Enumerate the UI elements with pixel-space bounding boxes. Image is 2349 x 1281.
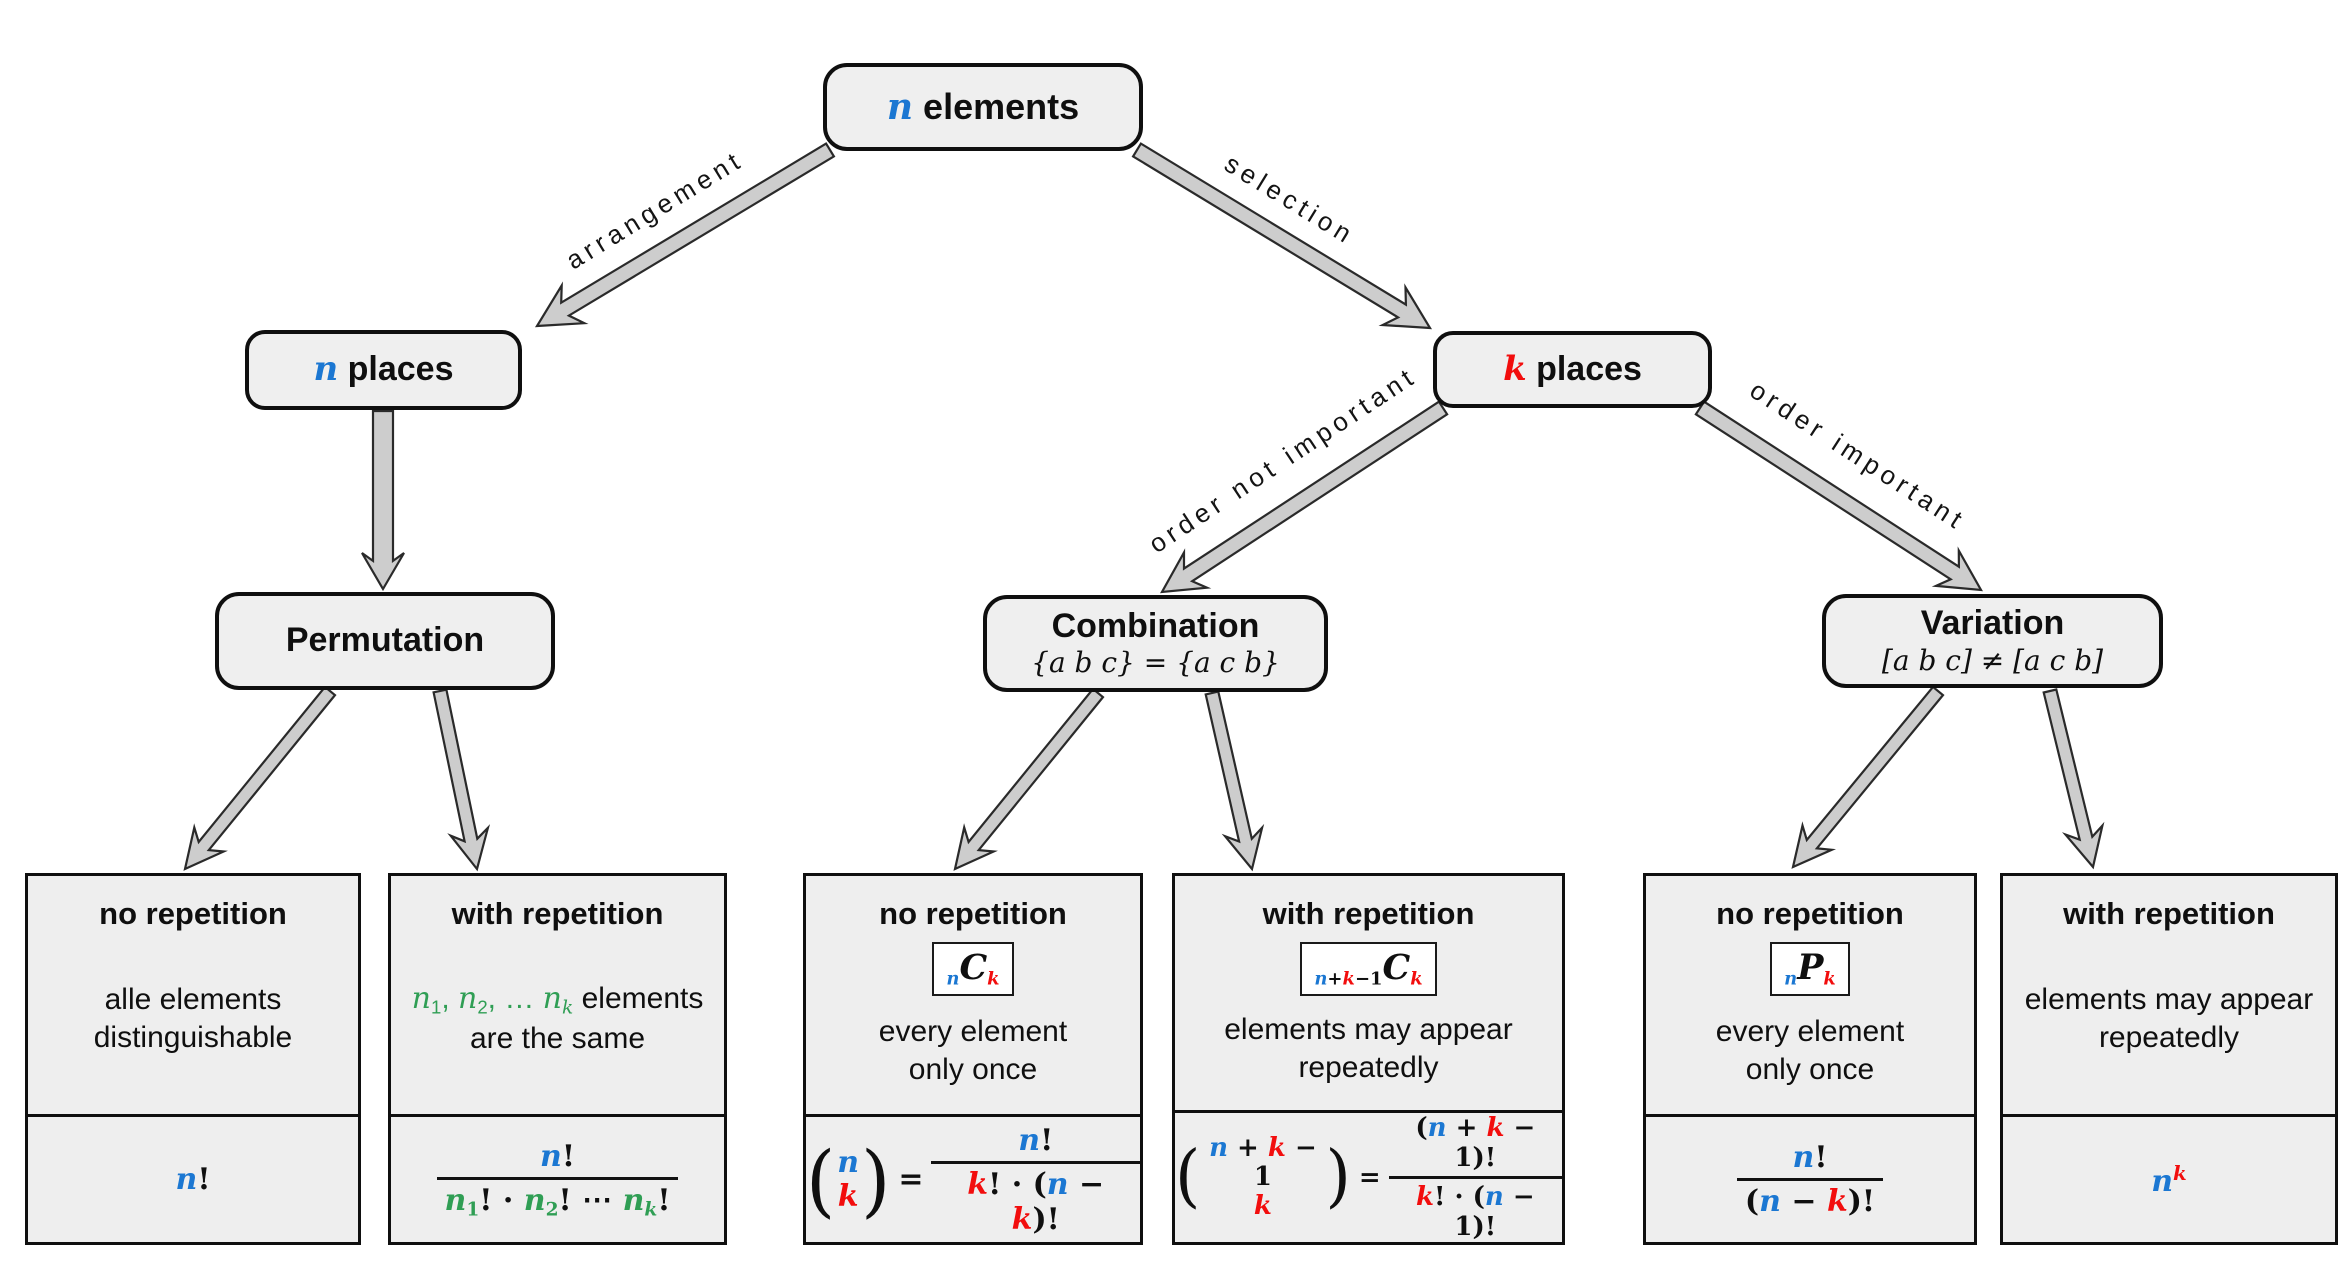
arrow	[1204, 690, 1265, 872]
leaf-combination-with-repetition: with repetition n+k−1Ck elements may app…	[1172, 873, 1565, 1245]
leaf-header: no repetition	[1716, 896, 1904, 931]
leaf-header: no repetition	[99, 896, 287, 931]
arrow	[1791, 685, 1945, 869]
leaf-formula: n!	[175, 1162, 211, 1197]
leaf-description: every element only once	[878, 1014, 1068, 1086]
node-title: n elements	[886, 85, 1080, 128]
node-subtitle: {a b c} = {a c b}	[1031, 646, 1280, 680]
leaf-description: alle elements distinguishable	[93, 982, 293, 1054]
leaf-formula: n!n1! · n2! ⋯ nk!	[436, 1139, 679, 1220]
node-permutation: Permutation	[215, 592, 555, 690]
node-title: Permutation	[285, 621, 485, 660]
node-n-places: n places	[245, 330, 522, 410]
leaf-description: elements may appear repeatedly	[1224, 1012, 1513, 1084]
leaf-permutation-no-repetition: no repetition alle elements distinguisha…	[25, 873, 361, 1245]
arrow	[183, 685, 337, 871]
node-variation: Variation [a b c] ≠ [a c b]	[1822, 594, 2163, 688]
arrow	[953, 687, 1105, 871]
leaf-variation-with-repetition: with repetition elements may appear repe…	[2000, 873, 2338, 1245]
leaf-badge: nPk	[1770, 942, 1850, 996]
leaf-badge: nCk	[932, 942, 1014, 996]
leaf-variation-no-repetition: no repetition nPk every element only onc…	[1643, 873, 1977, 1245]
node-title: k places	[1503, 348, 1642, 389]
arrow	[1160, 400, 1449, 594]
leaf-description: elements may appear repeatedly	[2024, 982, 2314, 1054]
leaf-header: with repetition	[2063, 896, 2275, 931]
arrow	[361, 409, 405, 592]
leaf-combination-no-repetition: no repetition nCk every element only onc…	[803, 873, 1143, 1245]
leaf-permutation-with-repetition: with repetition n1, n2, … nk elements ar…	[388, 873, 727, 1245]
leaf-header: with repetition	[1262, 896, 1475, 931]
node-k-places: k places	[1433, 331, 1712, 408]
leaf-badge: n+k−1Ck	[1300, 942, 1437, 996]
arrow	[1694, 400, 1983, 592]
leaf-formula: n!(n − k)!	[1736, 1140, 1884, 1219]
arrow	[534, 142, 836, 328]
node-combination: Combination {a b c} = {a c b}	[983, 595, 1328, 692]
arrow	[2042, 688, 2105, 870]
node-title: Variation	[1920, 604, 2065, 643]
arrow	[432, 688, 491, 872]
leaf-description: every element only once	[1715, 1014, 1905, 1086]
leaf-formula: nk	[2151, 1160, 2187, 1199]
leaf-header: with repetition	[451, 896, 664, 931]
node-title: n places	[313, 349, 454, 390]
node-n-elements: n elements	[823, 63, 1143, 151]
node-subtitle: [a b c] ≠ [a c b]	[1881, 643, 2104, 677]
leaf-description: n1, n2, … nk elements are the same	[411, 980, 704, 1056]
node-title: Combination	[1051, 606, 1260, 645]
leaf-header: no repetition	[879, 896, 1067, 931]
arrow	[1131, 142, 1433, 330]
